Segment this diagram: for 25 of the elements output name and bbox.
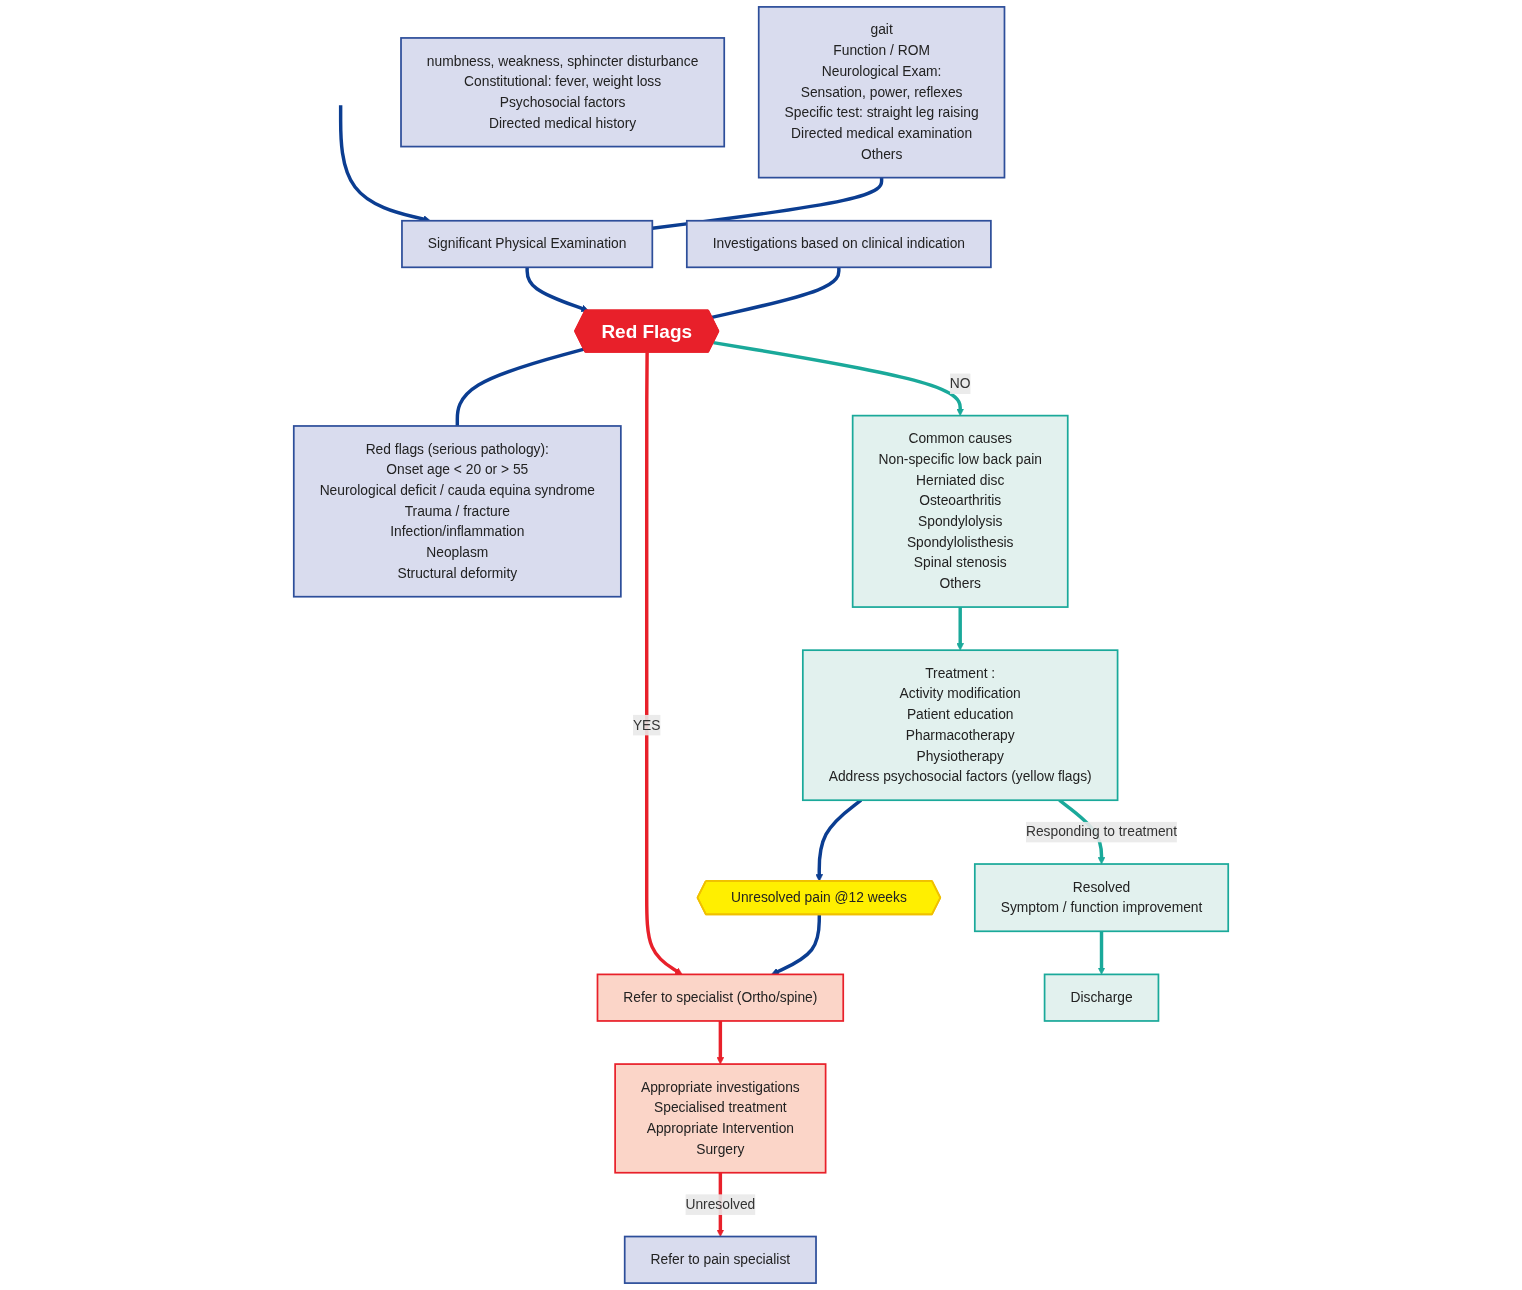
arrow — [713, 340, 964, 416]
arrow — [716, 1020, 725, 1065]
node-box: Red flags (serious pathology): Onset age < 20 or > 55 Neurological deficit / cauda equina syndrome Trauma / fracture Infection/inflammation Neoplasm Structural deformity — [292, 425, 622, 598]
arrow — [956, 607, 964, 651]
node-box: Common causes Non-specific low back pain Herniated disc Osteoarthritis Spondylolysis Spondylolisthesis Spinal stenosis Others — [851, 414, 1069, 608]
edge-label: NO — [949, 375, 971, 391]
node-box: gait Function / ROM Neurological Exam: Sensation, power, reflexes Specific test: straight leg raising Directed medical examination Others — [757, 6, 1006, 179]
edge-label: Unresolved — [685, 1196, 756, 1212]
arrow — [525, 267, 589, 313]
node-box: Discharge — [1043, 973, 1160, 1022]
node-box: Appropriate investigations Specialised treatment Appropriate Intervention Surgery — [614, 1063, 827, 1174]
node-box: Significant Physical Examination — [401, 219, 654, 269]
edge-label: YES — [632, 717, 661, 733]
arrow — [645, 352, 683, 975]
node-box: numbness, weakness, sphincter disturbance Constitutional: fever, weight loss Psychosocial factors Directed medical history — [400, 37, 726, 148]
node-box: Resolved Symptom / function improvement — [973, 863, 1230, 933]
arrow — [1097, 931, 1106, 975]
node-box: Investigations based on clinical indication — [685, 219, 992, 269]
arrow — [771, 914, 822, 976]
node-box: Refer to pain specialist — [623, 1235, 817, 1284]
connector — [455, 347, 585, 426]
node-box: Treatment : Activity modification Patient education Pharmacotherapy Physiotherapy Address psychosocial factors (yellow flags) — [801, 649, 1119, 802]
node-box: Refer to specialist (Ortho/spine) — [596, 973, 845, 1022]
connector — [652, 177, 884, 230]
edge-label: Responding to treatment — [1025, 824, 1178, 840]
